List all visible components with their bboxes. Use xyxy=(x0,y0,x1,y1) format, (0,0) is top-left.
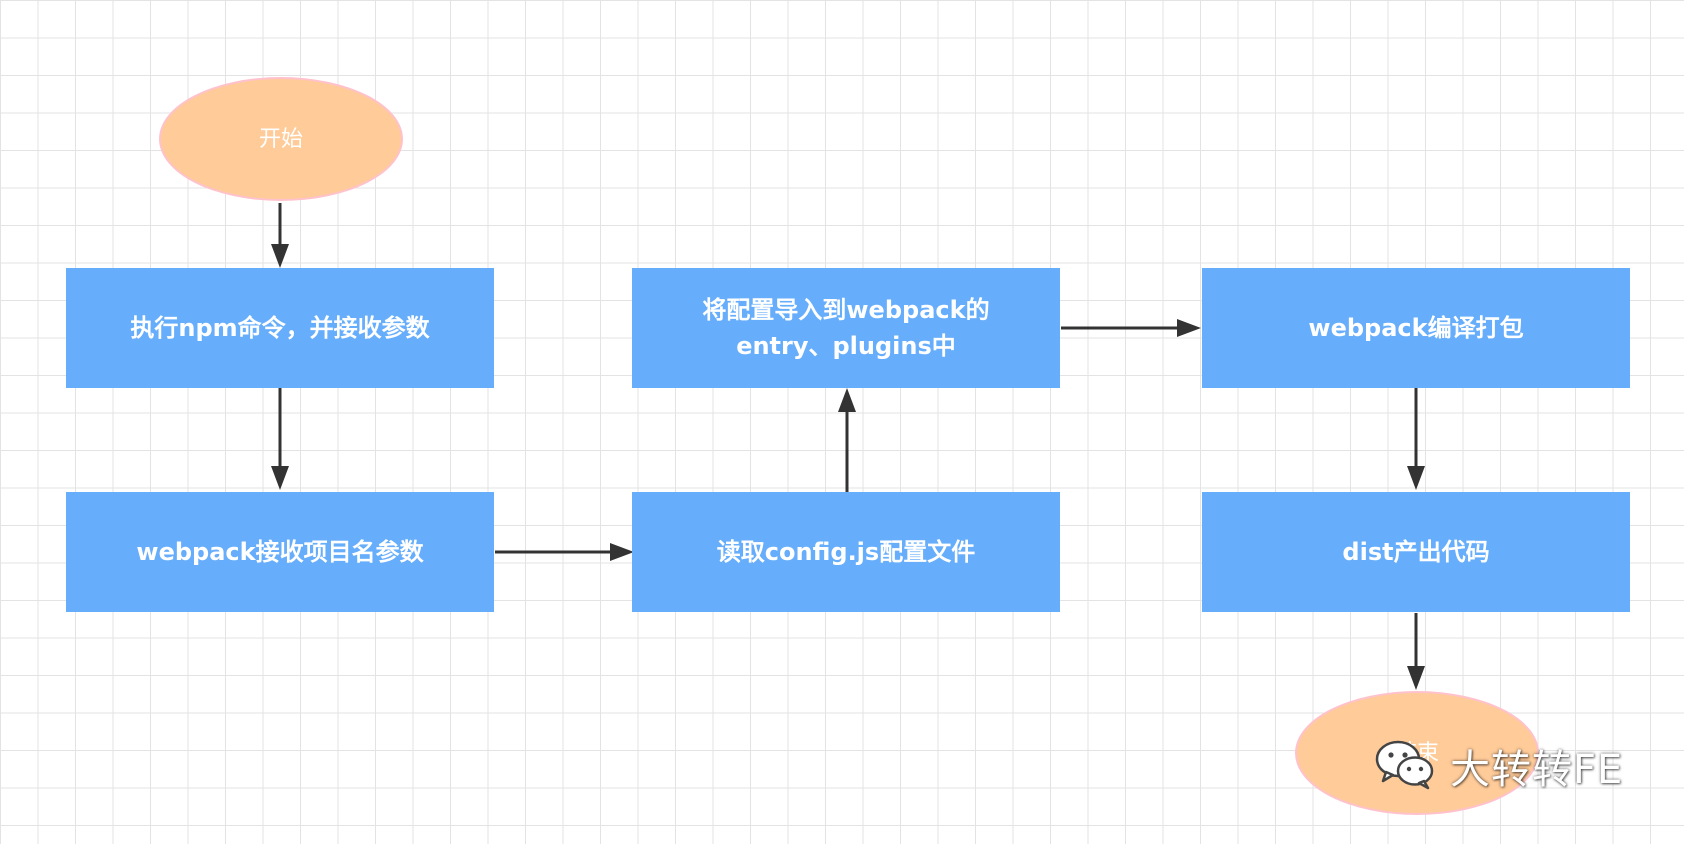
webpack-compile-node: webpack编译打包 xyxy=(1202,268,1630,388)
dist-output-node: dist产出代码 xyxy=(1202,492,1630,612)
start-label: 开始 xyxy=(258,126,303,152)
watermark-text: 大转转FE xyxy=(1450,747,1624,793)
dist-output-label: dist产出代码 xyxy=(1342,538,1490,566)
read-config-node: 读取config.js配置文件 xyxy=(632,492,1060,612)
run-npm-command-node: 执行npm命令，并接收参数 xyxy=(66,268,494,388)
read-config-label: 读取config.js配置文件 xyxy=(716,538,976,566)
receive-project-name-label: webpack接收项目名参数 xyxy=(136,538,424,566)
watermark: 大转转FE xyxy=(1374,738,1624,794)
wechat-icon xyxy=(1374,738,1436,794)
start-node: 开始 xyxy=(159,77,403,201)
webpack-compile-label: webpack编译打包 xyxy=(1308,314,1524,342)
receive-project-name-node: webpack接收项目名参数 xyxy=(66,492,494,612)
import-config-node: 将配置导入到webpack的 entry、plugins中 xyxy=(632,268,1060,388)
import-config-label: 将配置导入到webpack的 entry、plugins中 xyxy=(702,296,990,360)
run-npm-command-label: 执行npm命令，并接收参数 xyxy=(130,314,430,342)
